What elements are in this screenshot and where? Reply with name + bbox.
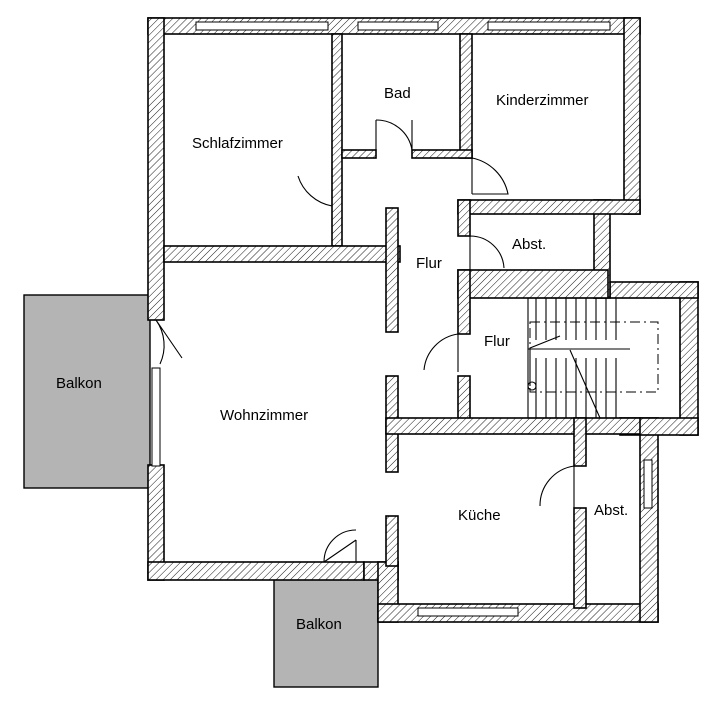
door-balcony-west (155, 319, 183, 365)
balcony-west (23, 294, 151, 489)
label-flur-upper: Flur (416, 255, 442, 272)
label-abst-upper: Abst. (512, 236, 546, 253)
label-flur-lower: Flur (484, 333, 510, 350)
window-abst-lower (643, 459, 653, 509)
wall-south-living (147, 561, 365, 581)
stair-start-circle (527, 381, 537, 391)
wall-east-lower (639, 417, 659, 623)
window-bath (357, 21, 439, 31)
wall-abst-upper-west (457, 199, 471, 237)
wall-kitchen-abst (573, 417, 587, 467)
window-kids (487, 21, 611, 31)
wall-bath-kids (459, 33, 473, 159)
window-kitchen (417, 607, 519, 617)
staircase (527, 297, 681, 419)
wall-flur-lower-west-upper (457, 269, 471, 335)
wall-bath-south-left (341, 149, 377, 159)
wall-hall-west-bottom (385, 515, 399, 567)
label-kueche: Küche (458, 507, 501, 524)
door-kitchen (539, 465, 575, 508)
door-bath (375, 119, 413, 151)
wall-abst-upper-north (457, 199, 641, 215)
wall-west-upper (147, 17, 165, 321)
doors (155, 119, 575, 563)
wall-bath-south-right (411, 149, 473, 159)
stair-handrail (529, 321, 659, 393)
wall-stair-east (679, 281, 699, 436)
label-abst-lower: Abst. (594, 502, 628, 519)
wall-kitchen-abst-lower (573, 507, 587, 609)
door-stair (423, 333, 459, 372)
windows (151, 21, 653, 617)
stair-arrow (529, 335, 601, 419)
wall-bed-south (163, 245, 401, 263)
window-living-west (151, 367, 161, 467)
wall-abst-upper-south (457, 269, 609, 299)
stair-steps (528, 298, 630, 418)
stair-outline (527, 297, 681, 419)
door-balcony-south (323, 529, 357, 563)
wall-stair-north (609, 281, 699, 299)
door-bedroom (297, 162, 333, 207)
label-kinderzimmer: Kinderzimmer (496, 92, 589, 109)
wall-living-kitchen (385, 417, 641, 435)
label-bad: Bad (384, 85, 411, 102)
balcony-south (273, 574, 379, 688)
window-bedroom (195, 21, 329, 31)
label-balkon-south: Balkon (296, 616, 342, 633)
interior-walls (163, 33, 641, 609)
label-wohnzimmer: Wohnzimmer (220, 407, 308, 424)
wall-bed-bath (331, 33, 343, 247)
label-schlafzimmer: Schlafzimmer (192, 135, 283, 152)
wall-hall-west-upper (385, 207, 399, 333)
door-kids (471, 157, 509, 195)
wall-east-upper (623, 17, 641, 215)
label-balkon-west: Balkon (56, 375, 102, 392)
door-abst-upper (469, 235, 505, 270)
